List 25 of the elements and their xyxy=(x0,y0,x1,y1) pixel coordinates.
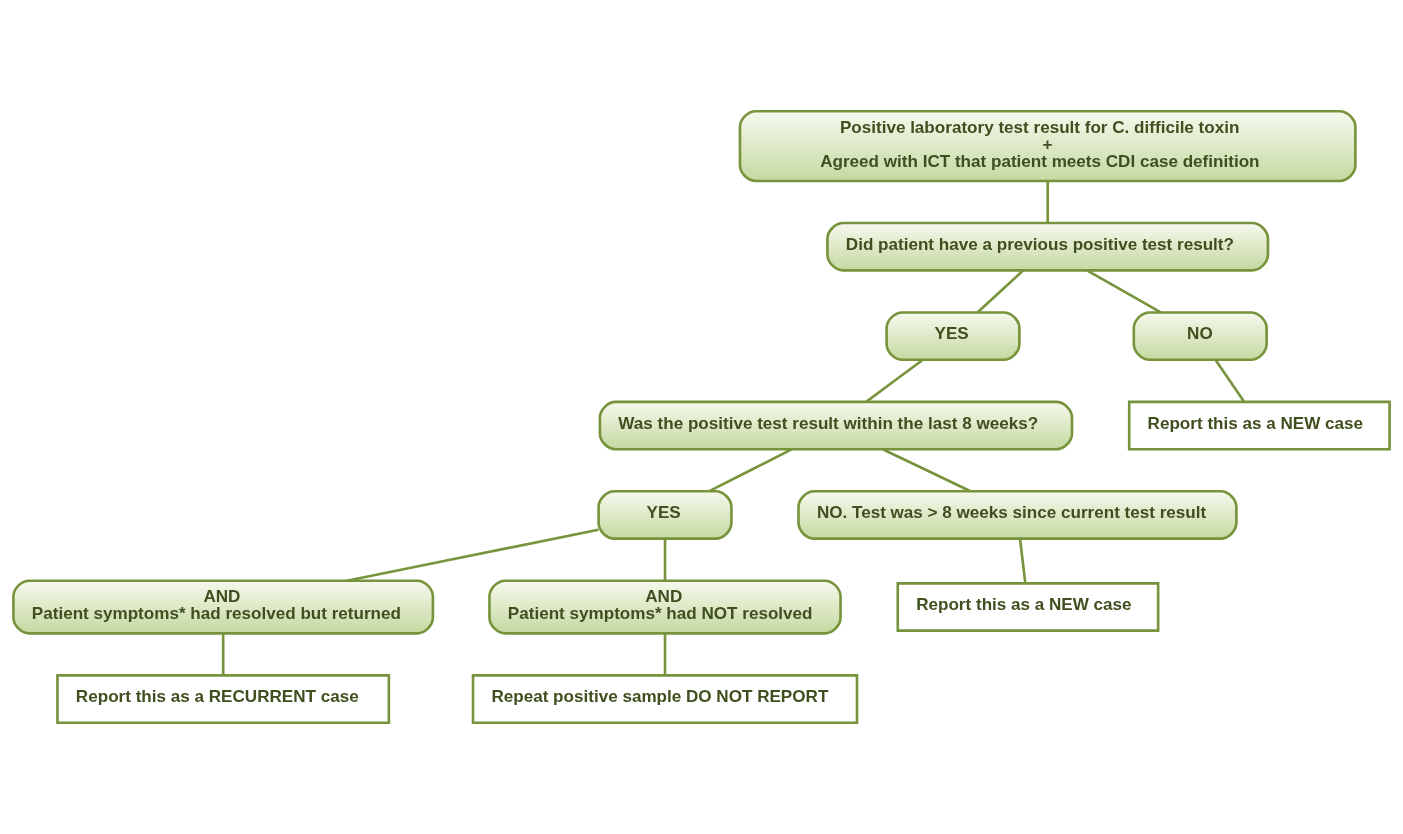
node-box: Was the positive test result within the last 8 weeks? xyxy=(598,400,1074,451)
connector xyxy=(976,269,1024,314)
node-box: Positive laboratory test result for C. difficile toxin + Agreed with ICT that patient meets CDI case definition xyxy=(738,109,1357,183)
connector xyxy=(221,633,225,676)
node-box: AND Patient symptoms* had NOT resolved xyxy=(488,579,842,635)
node-box: YES xyxy=(597,490,733,540)
connector xyxy=(346,528,599,582)
node-box: Report this as a NEW case xyxy=(896,582,1160,632)
node-box: Repeat positive sample DO NOT REPORT xyxy=(471,674,859,725)
connector xyxy=(708,448,793,493)
connector xyxy=(663,633,667,676)
connector xyxy=(1018,538,1027,583)
node-box: Did patient have a previous positive test result? xyxy=(826,221,1270,272)
connector xyxy=(865,359,924,403)
node-box: AND Patient symptoms* had resolved but returned xyxy=(12,579,435,635)
node-box: NO. Test was > 8 weeks since current test result xyxy=(797,490,1238,540)
node-box: YES xyxy=(885,311,1021,362)
node-box: Report this as a NEW case xyxy=(1127,400,1391,451)
connector xyxy=(882,448,972,493)
connector xyxy=(1086,269,1162,314)
node-box: Report this as a RECURRENT case xyxy=(56,674,391,725)
connector xyxy=(1214,359,1245,403)
node-box: NO xyxy=(1132,311,1268,362)
connector xyxy=(1046,181,1049,223)
connector xyxy=(663,538,667,581)
